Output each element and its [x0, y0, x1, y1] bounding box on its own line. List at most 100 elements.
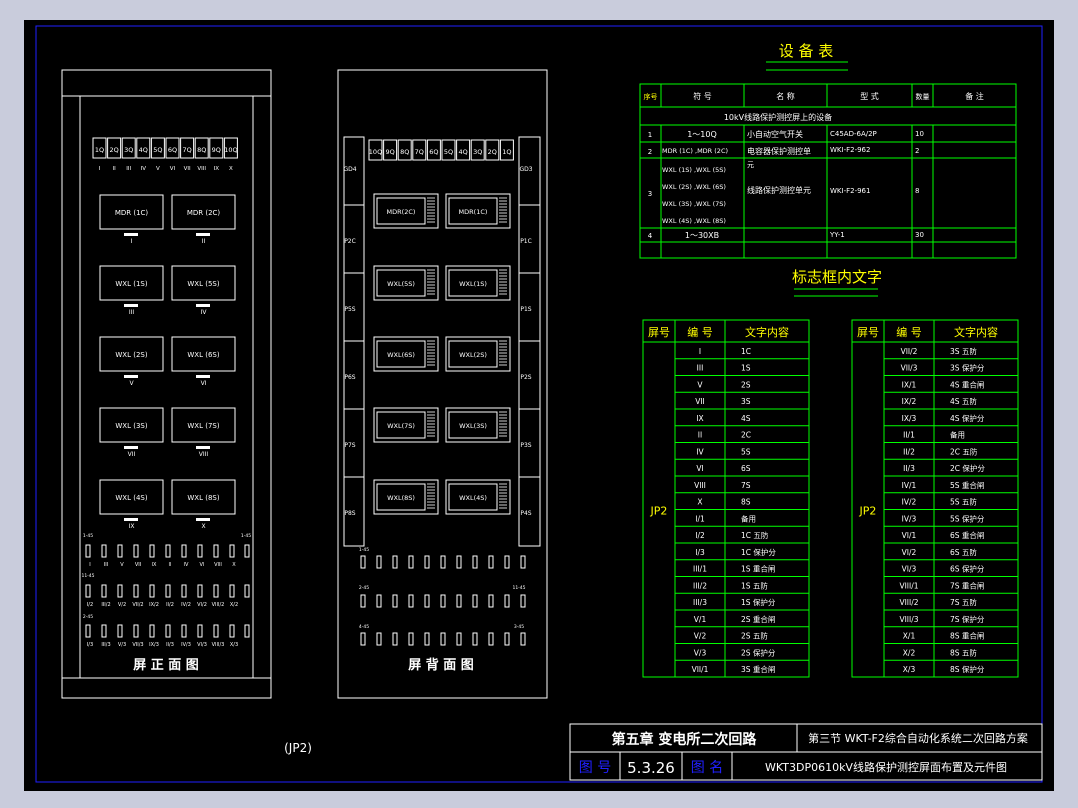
front-terminal-label: IV/2 [181, 602, 191, 608]
front-breaker-label: 6Q [168, 146, 177, 154]
back-terminal [472, 594, 478, 608]
front-terminal [181, 584, 187, 598]
marker-code-cell: V [697, 380, 703, 389]
back-relay-body [376, 483, 426, 511]
equipment-header-cell: 序号 [644, 92, 658, 101]
marker-text-cell: 1S 重合闸 [741, 564, 775, 574]
front-breaker [209, 137, 224, 159]
marker-text-cell: 6S 重合闸 [950, 530, 984, 540]
marker-code-cell: V/1 [694, 615, 707, 624]
front-breaker [92, 137, 107, 159]
marker-code-cell: VIII/3 [899, 615, 918, 624]
front-terminal [213, 624, 219, 638]
back-relay-body [448, 197, 498, 225]
front-relay-label: WXL (7S) [187, 422, 219, 430]
back-row-tag: 1-45 [359, 547, 369, 553]
marker-text-cell: 5S 保护分 [950, 513, 985, 523]
front-breaker-roman: VII [184, 166, 191, 172]
front-terminal-label: IX [152, 562, 157, 568]
marker-code-cell: II/1 [903, 431, 915, 440]
front-breaker-roman: IX [214, 166, 220, 172]
back-relay-body [448, 340, 498, 368]
marker-text-cell: 3S 五防 [950, 346, 977, 356]
back-breaker [499, 139, 514, 161]
back-breaker [456, 139, 471, 161]
front-terminal [165, 624, 171, 638]
front-relay-label: MDR (2C) [187, 209, 221, 217]
marker-text-cell: 7S [741, 481, 751, 490]
back-caption: 屏 背 面 图 [408, 657, 474, 673]
front-terminal-label: VIII/2 [212, 602, 225, 608]
back-relay-label: WXL(6S) [387, 351, 415, 359]
front-terminal [197, 584, 203, 598]
marker-text-cell: 4S 五防 [950, 396, 977, 406]
back-breaker [426, 139, 441, 161]
equipment-cell-no: 2 [648, 148, 652, 156]
figure-name-label: 图 名 [691, 760, 723, 776]
front-terminal-label: V [120, 562, 124, 568]
front-breaker-row: 1QI2QII3QIII4QIV5QV6QVI7QVII8QVIII9QIX10… [92, 137, 238, 172]
back-breaker [441, 139, 456, 161]
marker-code-cell: I/1 [695, 514, 705, 523]
marker-header-cell: 屏号 [648, 326, 670, 339]
front-breaker-label: 4Q [139, 146, 148, 154]
front-terminal-label: VIII [214, 562, 222, 568]
front-relay-roman: VI [201, 380, 207, 387]
marker-text-cell: 2S 保护分 [741, 647, 776, 657]
front-relay-box [99, 265, 164, 301]
back-breaker [368, 139, 383, 161]
back-relay-label: WXL(7S) [387, 422, 415, 430]
front-breaker-roman: III [126, 166, 131, 172]
marker-code-cell: X/1 [903, 632, 916, 641]
back-terminal [360, 632, 366, 646]
marker-header-cell: 编 号 [896, 325, 922, 339]
marker-text-cell: 1C [741, 347, 751, 356]
front-terminal [165, 584, 171, 598]
marker-text-cell: 6S [741, 464, 751, 473]
marker-table-frame [642, 319, 810, 678]
front-terminal [213, 544, 219, 558]
front-relay-label: MDR (1C) [115, 209, 149, 217]
marker-text-cell: 备用 [950, 430, 965, 440]
front-relay-label: WXL (3S) [115, 422, 147, 430]
front-relay-box [171, 265, 236, 301]
front-breaker-roman: VIII [197, 166, 206, 172]
marker-panel-label: JP2 [859, 505, 877, 518]
front-breaker [223, 137, 238, 159]
front-relay-roman: V [129, 380, 134, 387]
back-panel-outline [337, 69, 548, 699]
marker-text-cell: 1S 五防 [741, 580, 768, 590]
back-relay-label: WXL(2S) [459, 351, 487, 359]
marker-text-cell: 4S 重合闸 [950, 379, 984, 389]
back-relay-label: WXL(3S) [459, 422, 487, 430]
equipment-header-cell: 名 称 [776, 91, 795, 101]
marker-panel-label: JP2 [650, 505, 668, 518]
back-terminal [520, 555, 526, 569]
back-breaker-label: 10Q [369, 148, 382, 156]
front-relay-box [99, 336, 164, 372]
equipment-cell-no: 4 [648, 232, 653, 240]
back-relay-body [448, 483, 498, 511]
front-breaker-label: 1Q [95, 146, 104, 154]
front-breaker-label: 3Q [124, 146, 133, 154]
back-relay-box [445, 193, 511, 229]
back-breaker [485, 139, 500, 161]
marker-text-cell: 2C [741, 431, 751, 440]
back-terminal [504, 632, 510, 646]
front-terminal [149, 624, 155, 638]
marker-code-cell: VI/1 [902, 531, 917, 540]
front-relay-box [171, 479, 236, 515]
marker-text-cell: 1C 五防 [741, 530, 769, 540]
marker-text-cell: 2C 五防 [950, 446, 978, 456]
figure-number: 5.3.26 [627, 759, 675, 777]
equipment-cell-name: 电容器保护测控单 [747, 146, 811, 156]
front-relay-box [99, 479, 164, 515]
equipment-cell-symbol: MDR (1C) ,MDR (2C) [662, 147, 728, 155]
back-breaker-label: 8Q [400, 148, 409, 156]
equipment-cell-symbol: 1～30XB [685, 231, 719, 240]
marker-code-cell: X/3 [903, 665, 916, 674]
back-terminal [456, 632, 462, 646]
back-breaker-label: 2Q [488, 148, 497, 156]
equipment-header-cell: 符 号 [693, 91, 712, 101]
